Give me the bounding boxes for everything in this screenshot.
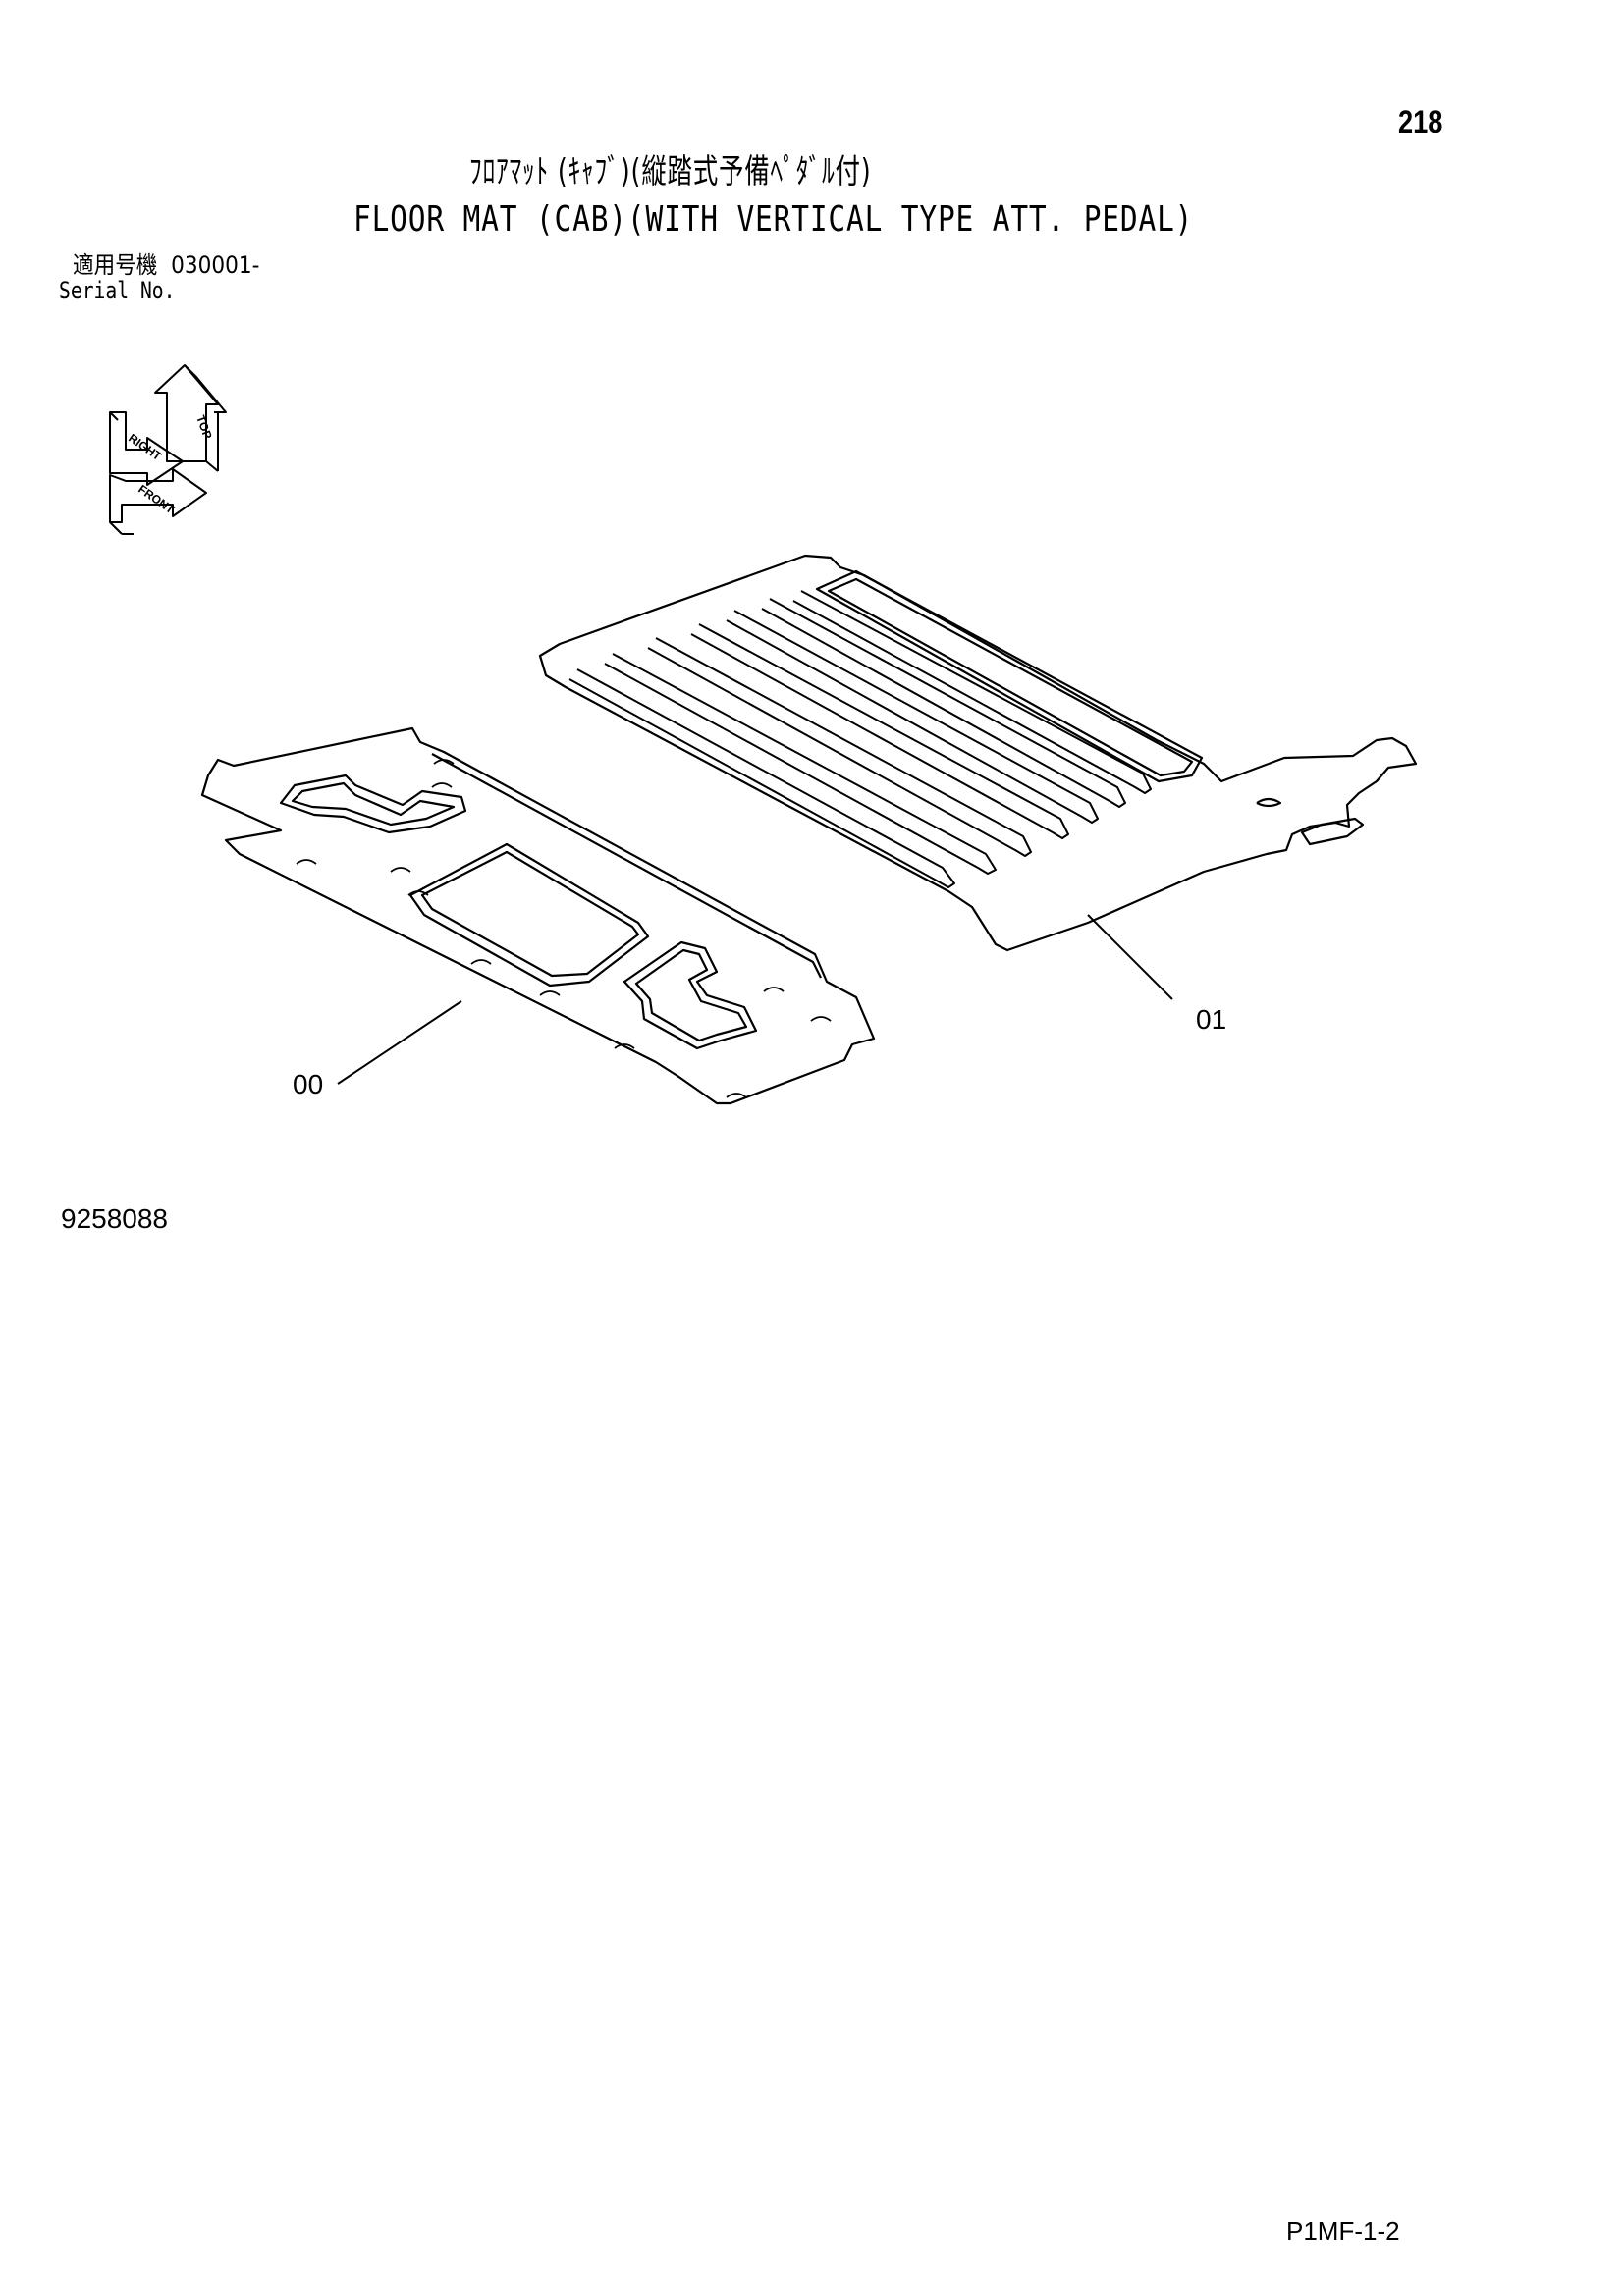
- mat-01-right-tab: [1300, 817, 1365, 846]
- mat-00-pedal-cutout-right-inner: [634, 948, 748, 1042]
- callout-label-00: 00: [293, 1069, 323, 1099]
- page-number: 218: [1398, 104, 1443, 139]
- orientation-right-label: RIGHT: [126, 431, 164, 463]
- drawing-number: 9258088: [61, 1203, 169, 1234]
- orientation-top-label: TOP: [193, 413, 215, 441]
- serial-label-japanese: 適用号機: [73, 251, 158, 279]
- page-code: P1MF-1-2: [1286, 2216, 1400, 2246]
- mat-00-pedal-cutout-right: [623, 940, 758, 1050]
- serial-label-english: Serial No.: [59, 277, 176, 304]
- mat-01-outline: [538, 554, 1418, 952]
- floor-mat-rear-part-01: [538, 554, 1418, 952]
- serial-value: 030001-: [171, 251, 260, 279]
- mat-00-floor-window: [408, 842, 650, 988]
- front-arrow-icon: [109, 468, 207, 535]
- right-arrow-icon: [109, 411, 184, 486]
- orientation-front-label: FRONT: [135, 482, 177, 517]
- mat-00-floor-window-inner: [420, 850, 640, 978]
- mat-01-right-notch: [1256, 797, 1282, 808]
- page-title-japanese: ﾌﾛｱﾏｯﾄ (ｷｬﾌﾞ)(縦踏式予備ﾍﾟﾀﾞﾙ付): [469, 152, 872, 191]
- orientation-indicator: TOP RIGHT FRONT: [109, 364, 227, 535]
- mat-00-pedal-cutout-left-inner: [291, 781, 456, 827]
- leader-line-01: [1087, 914, 1173, 1000]
- callout-leaders: [337, 914, 1173, 1085]
- mat-00-outline: [200, 726, 876, 1105]
- mat-01-rear-window: [815, 569, 1204, 783]
- mat-00-inner-edge: [431, 753, 822, 979]
- mat-01-rear-window-inner: [827, 577, 1194, 777]
- serial-applicability: 適用号機 030001-: [73, 253, 259, 277]
- page-title-english: FLOOR MAT (CAB)(WITH VERTICAL TYPE ATT. …: [353, 199, 1194, 240]
- mat-00-mounting-holes: [296, 759, 832, 1098]
- mat-01-ribs: [568, 590, 1152, 888]
- mat-00-pedal-cutout-left: [279, 774, 467, 834]
- floor-mat-front-part-00: [200, 726, 876, 1105]
- callout-label-01: 01: [1196, 1004, 1226, 1035]
- leader-line-00: [337, 1000, 462, 1085]
- top-arrow-icon: [154, 364, 227, 472]
